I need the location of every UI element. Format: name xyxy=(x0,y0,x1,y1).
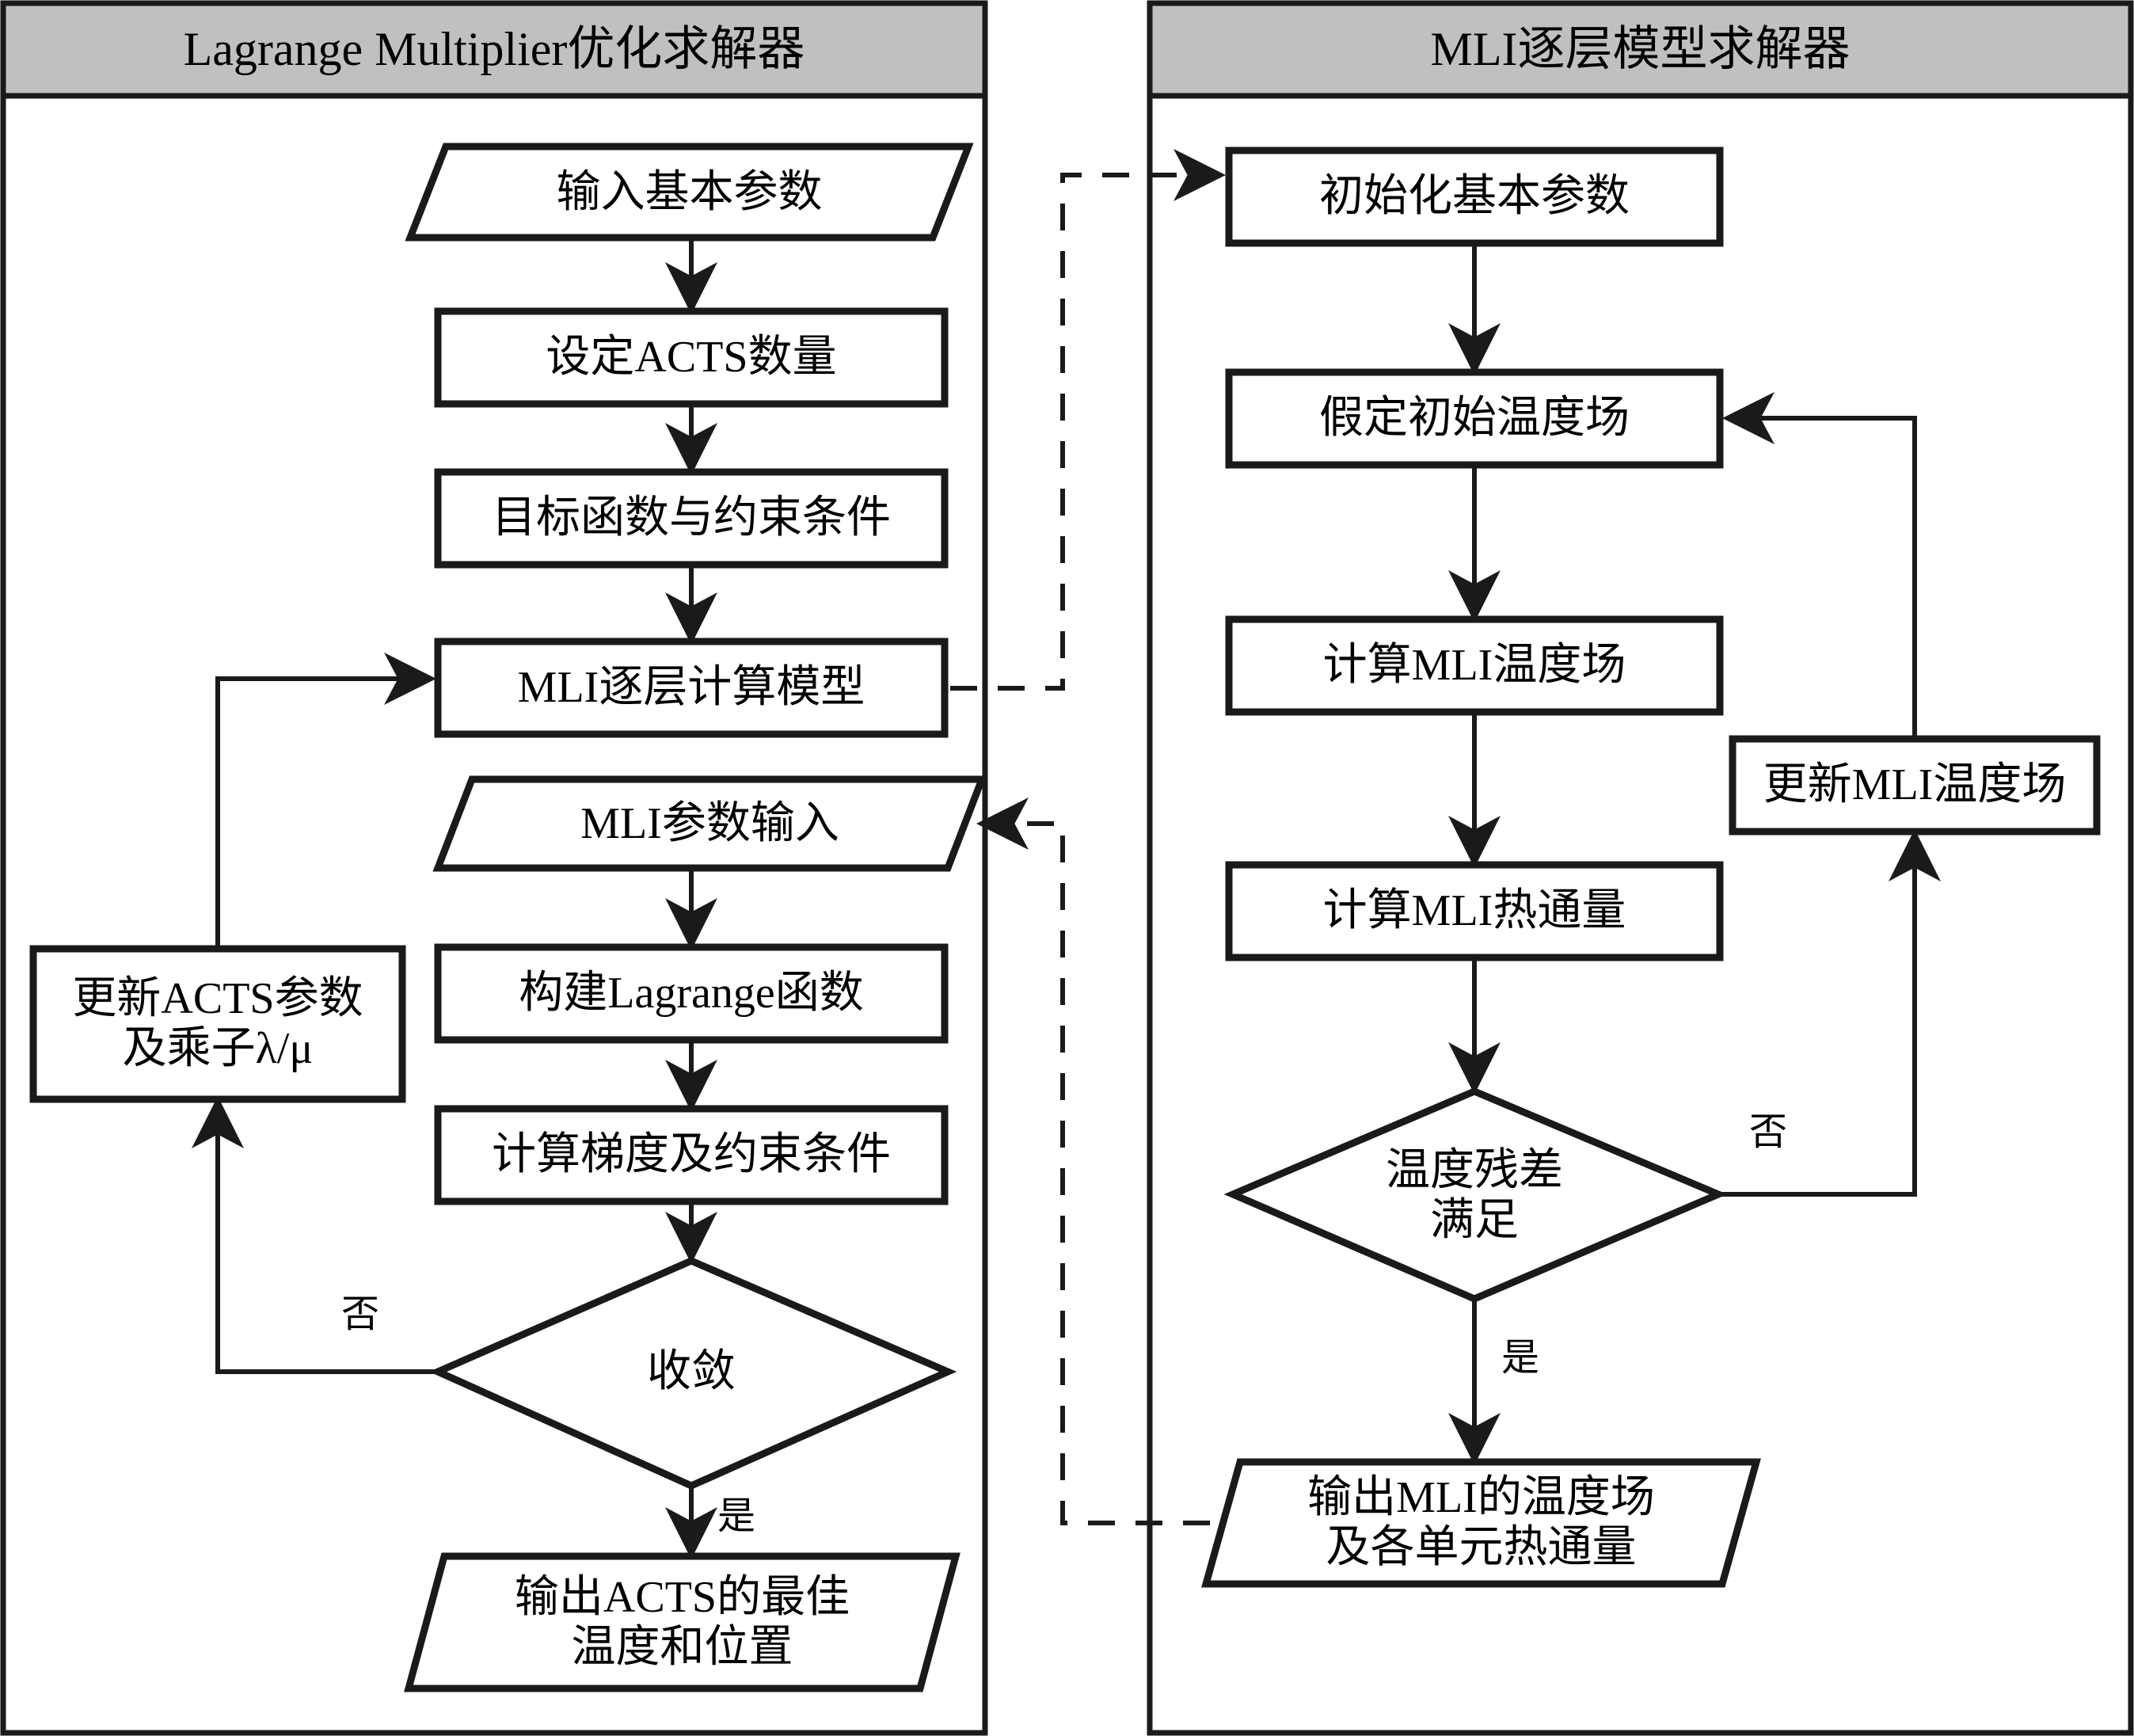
node-r3-shape xyxy=(1225,615,1724,716)
node-r2-shape xyxy=(1225,368,1724,469)
node-l1-shape xyxy=(405,143,974,242)
node-l6-shape xyxy=(434,943,949,1044)
node-l4-shape xyxy=(434,638,949,738)
node-r7-shape xyxy=(1729,735,2101,836)
node-l2-shape xyxy=(434,307,949,408)
node-l7-shape xyxy=(434,1105,949,1205)
node-r4-shape xyxy=(1225,861,1724,961)
right-panel-frame xyxy=(1147,0,2134,1736)
edge-l10-to-l4 xyxy=(215,653,436,949)
node-r5-shape xyxy=(1223,1087,1728,1303)
node-l3-shape xyxy=(434,468,949,569)
node-l10-shape xyxy=(29,945,406,1103)
node-l8-shape xyxy=(428,1257,957,1490)
edge-r7-to-r2 xyxy=(1722,392,1917,739)
node-l5-shape xyxy=(432,775,987,872)
dashed-link-r6-to-l5 xyxy=(976,798,1210,1525)
edge-r5-no-to-r7 xyxy=(1718,871,1917,1197)
node-l9-shape xyxy=(404,1552,960,1692)
node-r1-shape xyxy=(1225,147,1724,247)
left-panel-frame xyxy=(0,0,988,1736)
dashed-link-l4-to-r1 xyxy=(950,149,1226,691)
node-r6-shape xyxy=(1201,1458,1761,1588)
edge-l8-no-to-l10 xyxy=(215,1133,438,1374)
